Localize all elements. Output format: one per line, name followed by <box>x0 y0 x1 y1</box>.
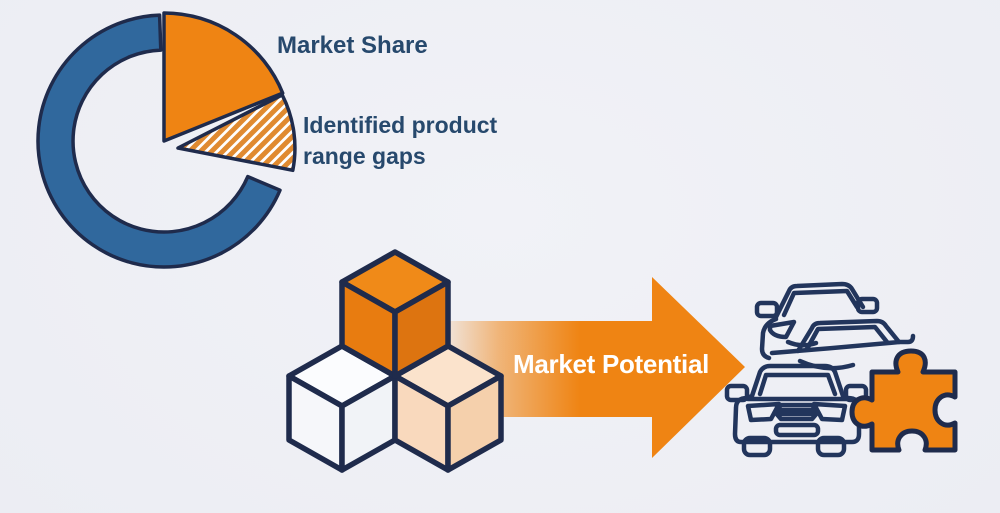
market-share-slice <box>162 11 285 143</box>
cars-icon <box>724 281 916 458</box>
arrow-right-icon <box>438 277 745 458</box>
market-share-label: Market Share <box>277 32 428 59</box>
market-potential-arrow <box>438 277 745 458</box>
donut-ring <box>36 13 282 269</box>
car-front <box>724 363 869 458</box>
car-outline-back <box>754 281 880 361</box>
market-potential-label: Market Potential <box>513 349 710 379</box>
cube-orange <box>339 249 451 379</box>
product-gap-slice <box>176 93 297 173</box>
puzzle-piece-icon <box>849 348 958 453</box>
pie-chart-icon <box>36 11 297 269</box>
product-gaps-label: Identified product range gaps <box>303 112 498 169</box>
cube-white <box>286 343 398 473</box>
stacked-cubes-icon <box>286 249 504 473</box>
